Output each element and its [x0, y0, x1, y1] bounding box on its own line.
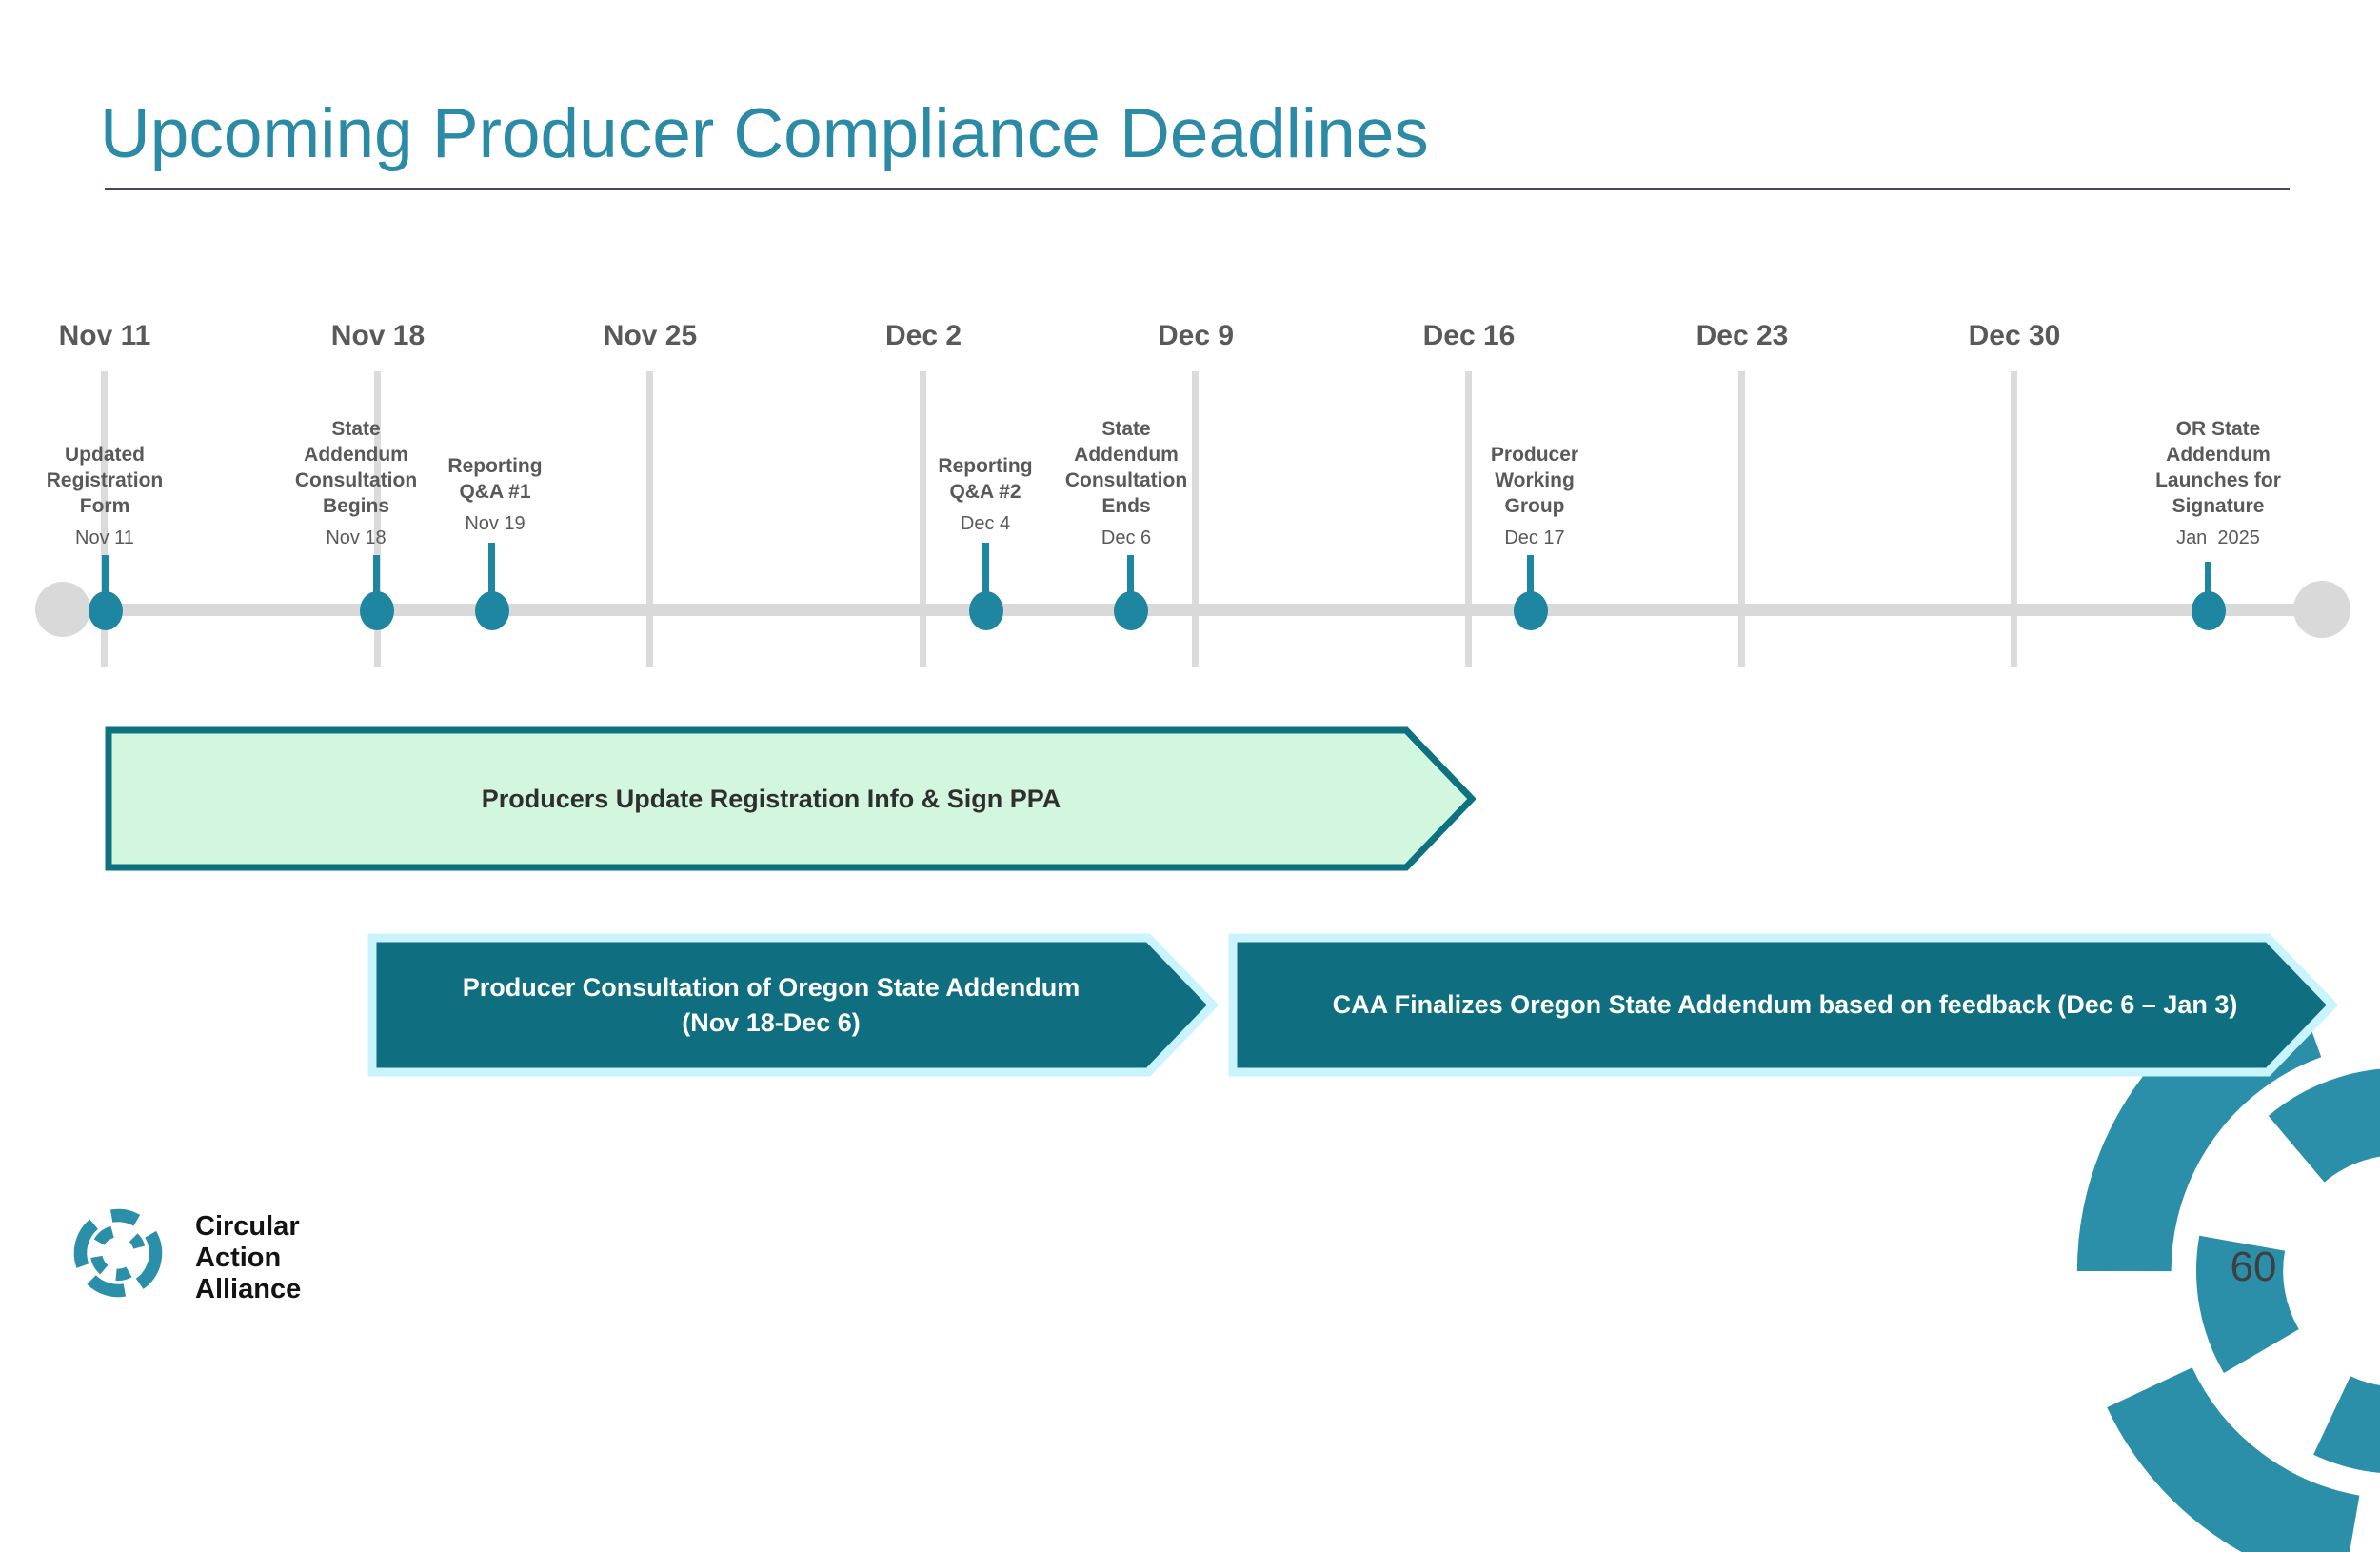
- milestone-dot: [1114, 591, 1148, 630]
- week-tick: [101, 371, 108, 667]
- week-tick: [374, 371, 381, 667]
- event-date: Dec 6: [1101, 527, 1152, 548]
- week-label: Dec 2: [884, 320, 962, 351]
- event-title: Updated Registration Form: [46, 444, 164, 517]
- event-title: OR State Addendum Launches for Signature: [2155, 418, 2281, 517]
- milestone-dot: [89, 591, 123, 630]
- milestone-dot: [1514, 591, 1548, 630]
- week-tick: [920, 371, 926, 667]
- event-stem: [1127, 555, 1134, 602]
- timeline-event: Producer Working Group Dec 17: [1458, 442, 1611, 549]
- arrow-shape-teal: [1228, 933, 2337, 1077]
- milestone-dot: [969, 591, 1003, 630]
- event-date: Nov 19: [465, 513, 526, 534]
- logo-line: Circular: [195, 1211, 300, 1242]
- milestone-dot: [475, 591, 509, 630]
- timeline-bar: [57, 604, 2327, 616]
- banner-label: Producer Consultation of Oregon State Ad…: [462, 972, 1081, 1037]
- week-label: Dec 30: [1968, 320, 2061, 351]
- banner-label: CAA Finalizes Oregon State Addendum base…: [1332, 990, 2238, 1019]
- event-title: Reporting Q&A #2: [938, 455, 1033, 503]
- event-date: Nov 18: [326, 527, 387, 548]
- timeline-event: OR State Addendum Launches for Signature…: [2118, 416, 2318, 549]
- event-stem: [1527, 555, 1534, 602]
- event-stem: [982, 543, 989, 602]
- event-stem: [102, 555, 109, 602]
- milestone-dot: [360, 591, 394, 630]
- week-tick: [2011, 371, 2017, 667]
- title-underline: [105, 188, 2290, 190]
- page-number: 60: [2230, 1244, 2277, 1290]
- event-stem: [2205, 562, 2211, 602]
- timeline-event: Reporting Q&A #1 Nov 19: [424, 453, 566, 535]
- week-label: Dec 9: [1157, 320, 1235, 351]
- event-title: Reporting Q&A #1: [447, 455, 543, 503]
- logo-line: Alliance: [195, 1274, 302, 1304]
- arrow-shape-teal: [367, 933, 1218, 1077]
- milestone-dot: [2192, 591, 2226, 630]
- banner-producers-update: Producers Update Registration Info & Sig…: [105, 726, 1476, 871]
- event-date: Nov 11: [75, 527, 134, 548]
- event-stem: [373, 555, 380, 602]
- week-tick: [1192, 371, 1199, 667]
- week-label: Nov 11: [58, 320, 151, 351]
- timeline-event: State Addendum Consultation Ends Dec 6: [1036, 416, 1217, 549]
- week-label: Dec 16: [1422, 320, 1516, 351]
- timeline-end-cap: [2293, 581, 2350, 638]
- event-date: Dec 4: [960, 513, 1011, 534]
- timeline-start-cap: [35, 582, 90, 637]
- banner-caa-finalizes: CAA Finalizes Oregon State Addendum base…: [1228, 933, 2337, 1077]
- banner-producer-consultation: Producer Consultation of Oregon State Ad…: [367, 933, 1218, 1077]
- banner-label: Producers Update Registration Info & Sig…: [481, 784, 1061, 813]
- week-tick: [646, 371, 653, 667]
- timeline-event: State Addendum Consultation Begins Nov 1…: [266, 416, 446, 549]
- week-tick: [1738, 371, 1745, 667]
- logo-line: Action: [195, 1243, 282, 1273]
- caa-logo-wordmark: Circular Action Alliance: [195, 1211, 301, 1305]
- week-label: Dec 23: [1696, 320, 1789, 351]
- week-label: Nov 25: [603, 320, 698, 351]
- event-title: State Addendum Consultation Ends: [1064, 418, 1188, 517]
- timeline-event: Reporting Q&A #2 Dec 4: [914, 453, 1057, 535]
- page-title: Upcoming Producer Compliance Deadlines: [100, 95, 1429, 172]
- event-stem: [488, 543, 495, 602]
- timeline-event: Updated Registration Form Nov 11: [10, 442, 200, 549]
- event-date: Dec 17: [1504, 527, 1565, 548]
- caa-logo-icon: [69, 1204, 168, 1303]
- arrow-shape-green: [105, 726, 1476, 871]
- week-label: Nov 18: [330, 320, 426, 351]
- event-date: Jan 2025: [2176, 527, 2260, 548]
- event-title: State Addendum Consultation Begins: [294, 418, 418, 517]
- event-title: Producer Working Group: [1490, 444, 1579, 517]
- week-tick: [1465, 371, 1472, 667]
